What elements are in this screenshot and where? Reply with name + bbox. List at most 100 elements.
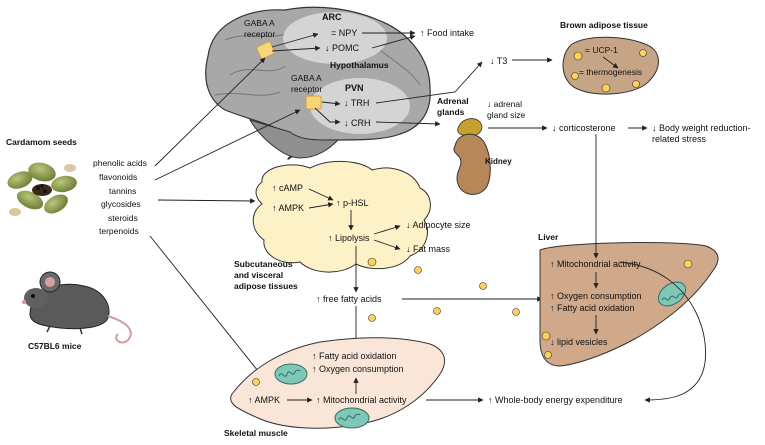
- npy-label: = NPY: [331, 28, 357, 38]
- adipocyte-size-label: ↓ Adipocyte size: [406, 220, 471, 230]
- bat-droplet: [632, 80, 640, 88]
- muscle-mitochondrion-icon: [274, 363, 308, 385]
- kidney-label: Kidney: [485, 157, 512, 166]
- liver-mito-label: ↑ Mitochondrial activity: [550, 259, 641, 269]
- arrow-compounds-adipose: [157, 198, 256, 204]
- arc-label: ARC: [322, 12, 342, 22]
- arrow-crh-adrenal: [375, 121, 441, 127]
- muscle-ampk-label: ↑ AMPK: [248, 395, 280, 405]
- bat-droplet: [639, 49, 647, 57]
- muscle-oxygen-label: ↑ Oxygen consumption: [312, 364, 404, 374]
- ampk-label: ↑ AMPK: [272, 203, 304, 213]
- ffa-droplet: [414, 266, 422, 274]
- arrow-compounds-arc: [154, 57, 266, 167]
- adrenal-gland-icon: [457, 118, 483, 137]
- pvn-gaba-receptor-icon: [305, 95, 322, 110]
- ffa-droplet: [479, 282, 487, 290]
- ffa-droplet: [368, 314, 376, 322]
- pvn-label: PVN: [345, 83, 364, 93]
- skeletal-muscle: ↑ Fatty acid oxidation ↑ Oxygen consumpt…: [230, 337, 446, 429]
- arrow-receptor-pomc: [271, 45, 321, 52]
- bat-title: Brown adipose tissue: [560, 20, 648, 30]
- muscle-mitochondrion-icon: [334, 407, 370, 429]
- liver-droplet: [541, 331, 551, 341]
- liver-fao-label: ↑ Fatty acid oxidation: [550, 303, 635, 313]
- arrow-lipolysis-fatmass: [373, 239, 401, 250]
- fat-mass-label: ↓ Fat mass: [406, 244, 451, 254]
- arrow-ampk-phsl: [308, 202, 334, 209]
- pomc-label: ↓ POMC: [325, 43, 360, 53]
- compound-terpenoids: terpenoids: [99, 226, 139, 236]
- arrow-receptor-npy: [271, 32, 319, 48]
- food-intake-label: ↑ Food intake: [420, 28, 474, 38]
- arrow-ucp1-thermo: [602, 56, 619, 69]
- bat-shape: [562, 36, 659, 95]
- kidney-icon: [453, 133, 491, 195]
- adipose-droplet: [367, 257, 377, 267]
- phsl-label: ↑ p-HSL: [336, 198, 369, 208]
- ffa-droplet: [433, 307, 441, 315]
- adipose-tissue: ↑ cAMP ↑ AMPK ↑ p-HSL ↑ Lipolysis ↓ Adip…: [252, 160, 471, 273]
- adipose-blob: [252, 160, 431, 273]
- corticosterone-label: ↓ corticosterone: [552, 123, 616, 133]
- t3-label: ↓ T3: [490, 56, 507, 66]
- arrow-trh-t3: [375, 61, 483, 104]
- ucp1-label: = UCP-1: [585, 45, 618, 55]
- arrow-compounds-pvn: [154, 109, 301, 181]
- camp-label: ↑ cAMP: [272, 183, 303, 193]
- trh-label: ↓ TRH: [344, 98, 369, 108]
- arrow-receptor-crh: [314, 107, 341, 125]
- liver-droplet: [544, 351, 552, 359]
- muscle-droplet: [252, 378, 260, 386]
- muscle-title: Skeletal muscle: [224, 428, 288, 438]
- compound-glycosides: glycosides: [101, 199, 141, 209]
- ffa-label: ↑ free fatty acids: [316, 294, 382, 304]
- liver-oxygen-label: ↑ Oxygen consumption: [550, 291, 642, 301]
- muscle-shape: [230, 337, 446, 429]
- brown-adipose-tissue: Brown adipose tissue = UCP-1 = thermogen…: [560, 20, 659, 95]
- arrow-pomc-food: [371, 34, 416, 49]
- pvn-region: [310, 78, 410, 134]
- compound-tannins: tannins: [109, 186, 136, 196]
- liver-lipid-label: ↓ lipid vesicles: [550, 337, 608, 347]
- bat-droplet: [571, 72, 579, 80]
- arrow-compounds-muscle: [149, 235, 263, 377]
- cardamom-seeds-label: Cardamom seeds: [6, 137, 77, 147]
- energy-label: ↑ Whole-body energy expenditure: [488, 395, 623, 405]
- compound-steroids: steroids: [108, 213, 138, 223]
- arrow-receptor-trh: [321, 100, 341, 107]
- hypothalamus-label: Hypothalamus: [330, 60, 389, 70]
- arrow-camp-phsl: [308, 188, 334, 201]
- inputs: Cardamom seeds phenolic acids flavonoids…: [6, 137, 147, 351]
- thermogenesis-label: = thermogenesis: [579, 67, 642, 77]
- compound-flavonoids: flavonoids: [99, 172, 137, 182]
- mouse-icon: [22, 271, 132, 344]
- stress-label: ↓ Body weight reduction-related stress: [652, 123, 751, 144]
- bat-droplet: [573, 51, 583, 61]
- liver-droplet: [683, 259, 693, 269]
- arrow-liver-energy: [619, 261, 707, 403]
- muscle-fao-label: ↑ Fatty acid oxidation: [312, 351, 397, 361]
- crh-label: ↓ CRH: [344, 118, 371, 128]
- mice-label: C57BL6 mice: [28, 341, 82, 351]
- arc-region: [283, 12, 387, 64]
- cardamom-seeds-icon: [7, 162, 77, 216]
- muscle-mito-label: ↑ Mitochondrial activity: [316, 395, 407, 405]
- liver-shape: [539, 242, 719, 367]
- compound-phenolic-acids: phenolic acids: [93, 158, 147, 168]
- lipolysis-label: ↑ Lipolysis: [328, 233, 370, 243]
- bat-droplet: [601, 83, 611, 93]
- brainstem: [248, 119, 340, 159]
- arrow-lipolysis-size: [373, 224, 401, 235]
- liver: Liver ↑ Mitochondrial activity ↑ Oxygen …: [538, 232, 719, 367]
- ffa-droplet: [512, 308, 520, 316]
